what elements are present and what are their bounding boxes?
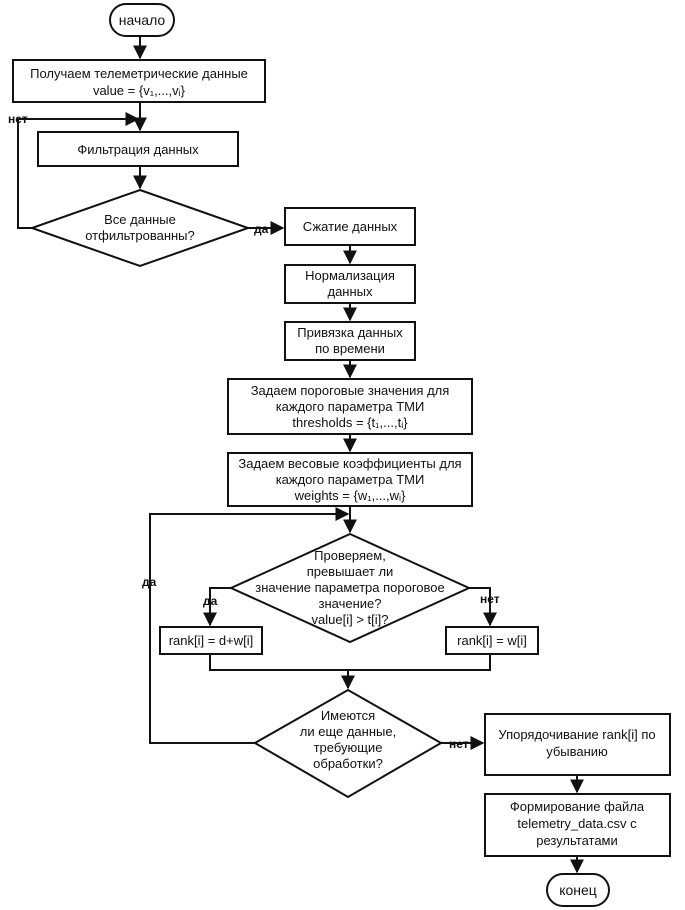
step-filter-shape xyxy=(37,131,239,167)
step-normalize-line: Нормализация xyxy=(305,268,395,283)
decision-exceeds-line: значение параметра пороговое xyxy=(255,580,445,595)
decision-all-filtered: Все данные отфильтрованны? xyxy=(28,188,252,268)
decision-more-data-line: требующие xyxy=(314,740,383,755)
branch-label-filter-no: нет xyxy=(8,112,28,126)
branch-label-exceeds-no: нет xyxy=(480,592,500,606)
connectors xyxy=(17,36,584,874)
decision-all-filtered-shape xyxy=(28,188,252,268)
step-thresholds-line: каждого параметра ТМИ xyxy=(276,399,425,414)
step-receive: Получаем телеметрические данные value = … xyxy=(12,59,266,103)
step-thresholds-line: Задаем пороговые значения для xyxy=(251,383,450,398)
step-rank-no: rank[i] = w[i] xyxy=(445,626,539,655)
end-label: конец xyxy=(559,882,597,898)
edge-exceeds-yes xyxy=(203,587,231,627)
decision-more-data-shape xyxy=(252,688,444,799)
decision-exceeds: Проверяем, превышает ли значение парамет… xyxy=(228,532,472,644)
decision-more-data: Имеются ли еще данные, требующие обработ… xyxy=(252,688,444,799)
branch-label-exceeds-yes: да xyxy=(203,594,218,608)
step-thresholds: Задаем пороговые значения для каждого па… xyxy=(227,378,473,435)
step-weights-line: Задаем весовые коэффициенты для xyxy=(238,456,461,471)
step-normalize-line: данных xyxy=(327,284,373,299)
end-shape xyxy=(546,873,610,907)
step-sort-line: убыванию xyxy=(546,744,608,759)
step-sort: Упорядочивание rank[i] по убыванию xyxy=(484,713,671,776)
decision-exceeds-line: превышает ли xyxy=(307,564,394,579)
step-thresholds-line: thresholds = {t₁,...,tᵢ} xyxy=(292,415,408,430)
step-sort-line: Упорядочивание rank[i] по xyxy=(498,727,655,742)
step-compress-line: Сжатие данных xyxy=(303,219,398,234)
branch-label-more-yes: да xyxy=(142,575,157,589)
step-weights-line: каждого параметра ТМИ xyxy=(276,472,425,487)
branch-label-filter-yes: да xyxy=(254,222,269,236)
step-weights-shape xyxy=(227,452,473,507)
start-shape xyxy=(109,3,175,37)
edge-filter-no-loop xyxy=(17,112,140,229)
start-label: начало xyxy=(119,12,166,28)
step-timebind: Привязка данных по времени xyxy=(284,321,416,361)
step-file-line: Формирование файла xyxy=(510,799,645,814)
decision-exceeds-shape xyxy=(228,532,472,644)
step-timebind-line: по времени xyxy=(315,341,385,356)
decision-exceeds-line: Проверяем, xyxy=(314,548,386,563)
step-file-line: результатами xyxy=(536,833,618,848)
step-rank-no-shape xyxy=(445,626,539,655)
step-timebind-line: Привязка данных xyxy=(297,325,403,340)
step-rank-no-line: rank[i] = w[i] xyxy=(457,633,527,648)
step-filter: Фильтрация данных xyxy=(37,131,239,167)
step-rank-yes-shape xyxy=(159,626,263,655)
decision-more-data-line: ли еще данные, xyxy=(300,724,396,739)
step-file-shape xyxy=(484,793,671,857)
end-terminal: конец xyxy=(546,873,610,907)
start-terminal: начало xyxy=(109,3,175,37)
decision-exceeds-line: значение? xyxy=(319,596,382,611)
step-receive-line: Получаем телеметрические данные xyxy=(30,66,248,81)
branch-label-more-no: нет xyxy=(449,737,469,751)
step-normalize-shape xyxy=(284,264,416,304)
decision-more-data-line: обработки? xyxy=(313,756,383,771)
step-sort-shape xyxy=(484,713,671,776)
step-rank-yes: rank[i] = d+w[i] xyxy=(159,626,263,655)
step-compress-shape xyxy=(284,207,416,246)
decision-exceeds-line: value[i] > t[i]? xyxy=(312,612,389,627)
step-file-line: telemetry_data.csv с xyxy=(517,816,637,831)
step-file: Формирование файла telemetry_data.csv с … xyxy=(484,793,671,857)
step-receive-shape xyxy=(12,59,266,103)
decision-more-data-line: Имеются xyxy=(321,708,375,723)
edge-more-yes-loop xyxy=(149,507,350,744)
step-receive-line: value = {v₁,...,vᵢ} xyxy=(93,83,186,98)
decision-all-filtered-line: отфильтрованны? xyxy=(85,228,195,243)
step-timebind-shape xyxy=(284,321,416,361)
step-weights: Задаем весовые коэффициенты для каждого … xyxy=(227,452,473,507)
step-weights-line: weights = {w₁,...,wᵢ} xyxy=(294,488,407,503)
decision-all-filtered-line: Все данные xyxy=(104,212,176,227)
edge-exceeds-no xyxy=(469,587,497,627)
edge-merge xyxy=(209,654,491,671)
step-rank-yes-line: rank[i] = d+w[i] xyxy=(169,633,254,648)
step-normalize: Нормализация данных xyxy=(284,264,416,304)
step-filter-line: Фильтрация данных xyxy=(77,142,199,157)
step-compress: Сжатие данных xyxy=(284,207,416,246)
step-thresholds-shape xyxy=(227,378,473,435)
